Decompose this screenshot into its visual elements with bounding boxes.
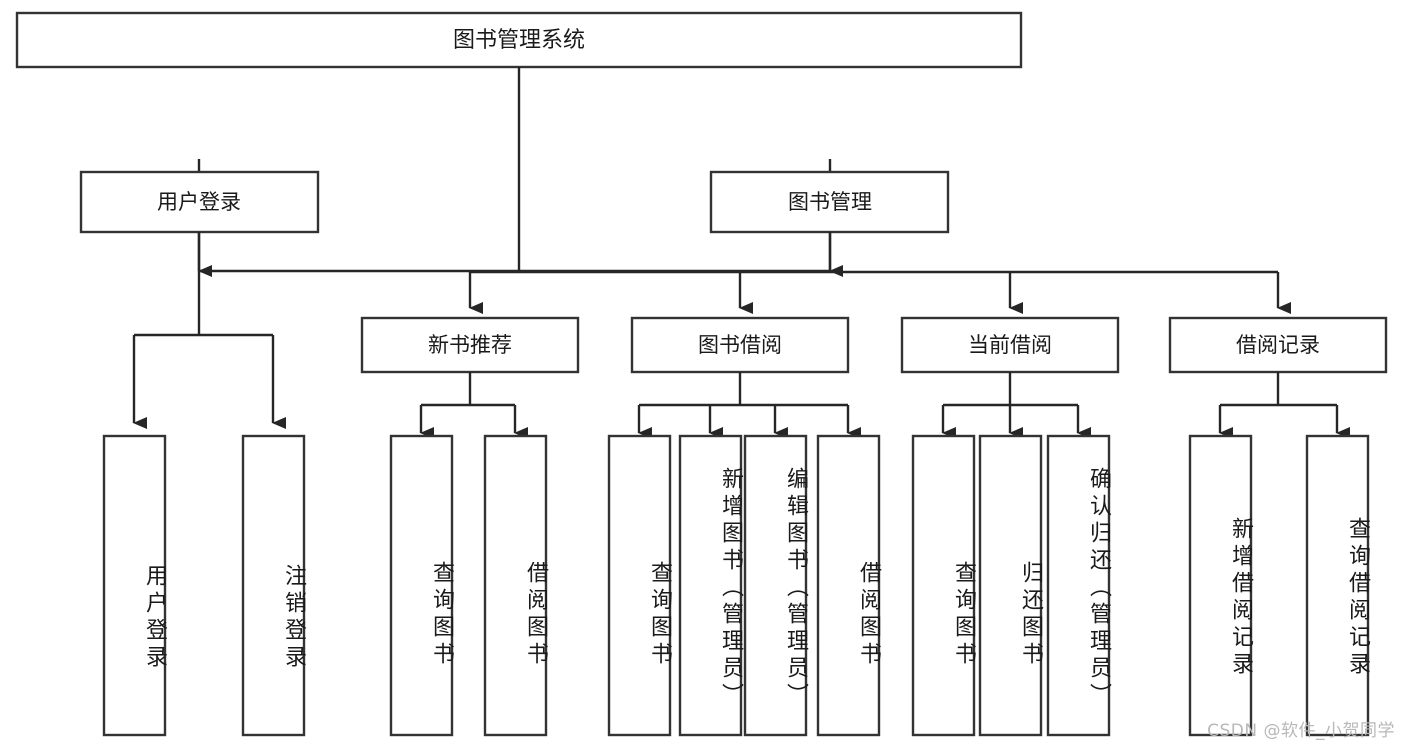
leaf-box-borrow-record-0[interactable] — [1188, 434, 1253, 737]
leaf-box-borrow-record-1[interactable] — [1305, 434, 1370, 737]
node-borrow-record[interactable]: 借阅记录 — [1168, 316, 1388, 374]
connector-book-manage-to-level3 — [468, 232, 1291, 314]
node-book-manage[interactable]: 图书管理 — [709, 170, 950, 234]
node-current-borrow[interactable]: 当前借阅 — [900, 316, 1120, 374]
leaf-box-user-login-1[interactable] — [241, 434, 306, 737]
node-book-borrow[interactable]: 图书借阅 — [630, 316, 850, 374]
connector-root-to-level2 — [197, 67, 843, 277]
leaf-box-book-borrow-0[interactable] — [607, 434, 672, 737]
node-root-label: 图书管理系统 — [453, 28, 585, 53]
node-new-book-recommend[interactable]: 新书推荐 — [360, 316, 580, 374]
connector-book-borrow-to-leaves — [637, 372, 861, 439]
node-root-box[interactable] — [15, 11, 1023, 69]
leaf-box-user-login-0[interactable] — [102, 434, 167, 737]
leaf-box-book-borrow-2[interactable] — [743, 434, 808, 737]
node-book-borrow-box[interactable] — [630, 316, 850, 374]
connector-new-book-recommend-to-leaves — [419, 372, 528, 439]
node-root[interactable]: 图书管理系统 — [15, 11, 1023, 69]
node-book-borrow-label: 图书借阅 — [698, 333, 782, 357]
leaf-box-book-borrow-3[interactable] — [816, 434, 881, 737]
node-user-login[interactable]: 用户登录 — [79, 170, 320, 234]
node-user-login-box[interactable] — [79, 170, 320, 234]
leaf-box-book-borrow-1[interactable] — [678, 434, 743, 737]
node-borrow-record-label: 借阅记录 — [1236, 333, 1320, 357]
node-new-book-recommend-label: 新书推荐 — [428, 333, 512, 357]
connector-borrow-record-to-leaves — [1218, 372, 1350, 439]
node-borrow-record-box[interactable] — [1168, 316, 1388, 374]
connector-user-login-to-leaves — [132, 232, 286, 429]
node-book-manage-label: 图书管理 — [788, 190, 872, 214]
leaf-box-current-borrow-2[interactable] — [1046, 434, 1111, 737]
node-user-login-label: 用户登录 — [157, 190, 241, 214]
node-current-borrow-box[interactable] — [900, 316, 1120, 374]
leaf-box-new-book-recommend-0[interactable] — [389, 434, 454, 737]
connector-current-borrow-to-leaves — [941, 372, 1091, 439]
leaf-box-current-borrow-0[interactable] — [911, 434, 976, 737]
leaf-box-current-borrow-1[interactable] — [978, 434, 1043, 737]
node-current-borrow-label: 当前借阅 — [968, 333, 1052, 357]
watermark-text: CSDN @软件_小贺同学 — [1207, 721, 1395, 741]
leaf-box-new-book-recommend-1[interactable] — [483, 434, 548, 737]
